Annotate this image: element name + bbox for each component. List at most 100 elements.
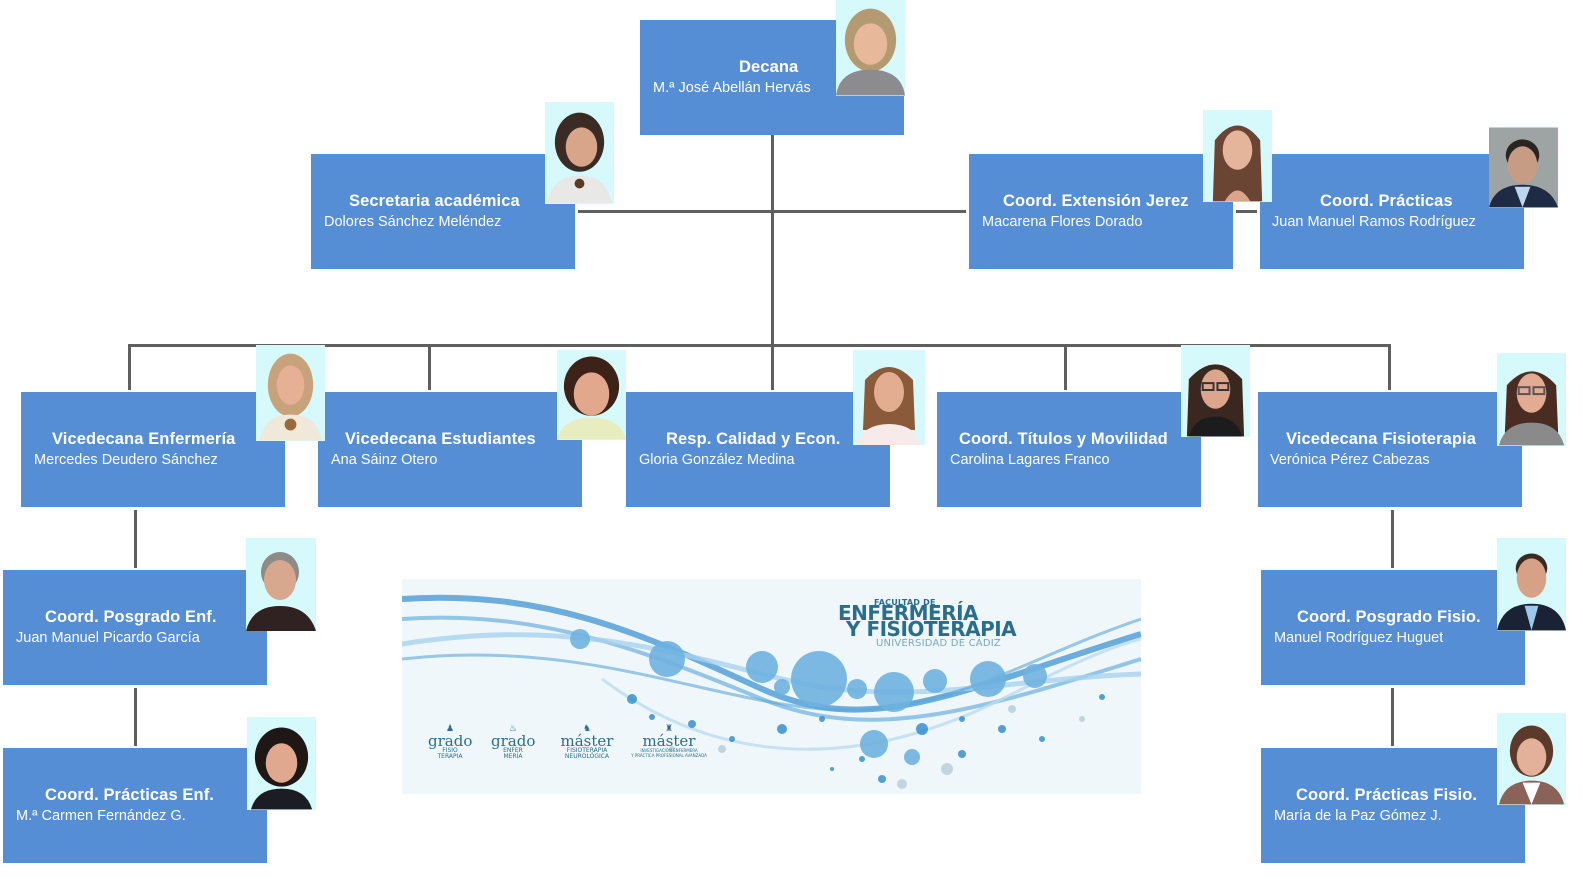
- connector-fisio-practicas: [1391, 688, 1394, 746]
- role-label: Vicedecana Enfermería: [52, 430, 236, 448]
- portrait-woman-glasses-icon: [1497, 353, 1566, 446]
- person-name: Verónica Pérez Cabezas: [1270, 452, 1430, 468]
- person-name: María de la Paz Gómez J.: [1274, 808, 1442, 824]
- program-line2: Y PRÁCTICA PROFESIONAL AVANZADA: [631, 753, 707, 758]
- portrait-woman-blonde-icon: [256, 345, 325, 441]
- faculty-logo-banner: FACULTAD DE ENFERMERÍA Y FISIOTERAPIA UN…: [402, 579, 1141, 794]
- portrait-woman-blonde-icon: [836, 0, 905, 96]
- photo-practicas-enf: [247, 717, 316, 810]
- photo-vice-enfermeria: [256, 345, 325, 441]
- portrait-woman-long-hair-icon: [1203, 110, 1272, 202]
- connector-vice-bar: [128, 344, 1391, 347]
- role-label: Vicedecana Estudiantes: [345, 430, 536, 448]
- node-resp-calidad: Resp. Calidad y Econ. Gloria González Me…: [626, 392, 890, 507]
- role-label: Decana: [739, 58, 799, 76]
- connector-staff-bar: [578, 210, 966, 213]
- role-label: Coord. Extensión Jerez: [1003, 192, 1189, 210]
- walking-person-icon: ♞: [582, 724, 592, 734]
- portrait-woman-dark-hair-icon: [247, 717, 316, 810]
- program-type: grado: [428, 732, 473, 750]
- water-ribbons-bubbles-graphic: [402, 594, 1141, 789]
- program-grado-enfermeria: ♨ grado ENFER MERÍA: [491, 724, 535, 760]
- nursing-bed-icon: ♨: [508, 724, 518, 734]
- photo-practicas-fisio: [1497, 713, 1566, 805]
- portrait-woman-glasses-icon: [1181, 345, 1250, 437]
- program-line2: NEUROLÓGICA: [564, 753, 610, 760]
- node-practicas-enf: Coord. Prácticas Enf. M.ª Carmen Fernánd…: [3, 748, 267, 863]
- program-line1: FISIOTERAPIA: [566, 747, 608, 754]
- node-posgrado-fisio: Coord. Posgrado Fisio. Manuel Rodríguez …: [1261, 570, 1525, 685]
- program-master-investigacion-enfermera: ♜ máster INVESTIGACIÓN ENFERMERA Y PRÁCT…: [628, 724, 710, 758]
- person-name: Manuel Rodríguez Huguet: [1274, 630, 1444, 646]
- person-name: Juan Manuel Picardo García: [16, 630, 200, 646]
- person-name: Macarena Flores Dorado: [982, 214, 1143, 230]
- logo-faculty-line1: ENFERMERÍA: [838, 601, 979, 625]
- node-vice-estudiantes: Vicedecana Estudiantes Ana Sáinz Otero: [318, 392, 582, 507]
- connector-drop-titulos: [1064, 344, 1067, 390]
- connector-drop-calidad: [771, 344, 774, 390]
- node-coord-titulos: Coord. Títulos y Movilidad Carolina Laga…: [937, 392, 1201, 507]
- role-label: Coord. Prácticas Enf.: [45, 786, 214, 804]
- portrait-woman-dark-hair-icon: [545, 102, 614, 204]
- person-name: Juan Manuel Ramos Rodríguez: [1272, 214, 1476, 230]
- logo-faculty-prefix: FACULTAD DE: [874, 598, 936, 607]
- logo-university: UNIVERSIDAD DE CÁDIZ: [876, 638, 1001, 649]
- program-line1: ENFER: [503, 747, 523, 754]
- logo-faculty-line2: Y FISIOTERAPIA: [846, 617, 1017, 641]
- photo-posgrado-enf: [246, 538, 316, 631]
- connector-enf-practicas: [134, 688, 137, 746]
- program-master-fisioterapia-neurologica: ♞ máster FISIOTERAPIA NEUROLÓGICA: [552, 724, 622, 760]
- photo-resp-calidad: [853, 350, 925, 445]
- connector-decana-trunk: [771, 135, 774, 346]
- node-posgrado-enf: Coord. Posgrado Enf. Juan Manuel Picardo…: [3, 570, 267, 685]
- photo-decana: [836, 0, 905, 96]
- role-label: Secretaria académica: [349, 192, 520, 210]
- person-name: Ana Sáinz Otero: [331, 452, 438, 468]
- program-type: máster: [560, 732, 614, 750]
- program-type: máster: [642, 732, 696, 750]
- portrait-woman-brown-hair-icon: [853, 350, 925, 445]
- role-label: Coord. Posgrado Enf.: [45, 608, 217, 626]
- physio-icon: ♟: [445, 724, 455, 734]
- program-line2: TERAPIA: [437, 753, 463, 760]
- photo-coord-jerez: [1203, 110, 1272, 202]
- role-label: Coord. Prácticas Fisio.: [1296, 786, 1478, 804]
- node-coord-practicas: Coord. Prácticas Juan Manuel Ramos Rodrí…: [1260, 154, 1524, 269]
- node-coord-jerez: Coord. Extensión Jerez Macarena Flores D…: [969, 154, 1233, 269]
- person-name: Dolores Sánchez Meléndez: [324, 214, 502, 230]
- connector-jerez-practicas: [1236, 210, 1257, 213]
- connector-fisio-posgrado: [1391, 510, 1394, 568]
- person-name: Gloria González Medina: [639, 452, 795, 468]
- program-type: grado: [491, 732, 536, 750]
- portrait-woman-dark-hair-icon: [557, 350, 626, 440]
- role-label: Coord. Títulos y Movilidad: [959, 430, 1168, 448]
- node-vice-fisioterapia: Vicedecana Fisioterapia Verónica Pérez C…: [1258, 392, 1522, 507]
- connector-enf-posgrado: [134, 510, 137, 568]
- portrait-man-grey-hair-icon: [246, 538, 316, 631]
- photo-coord-titulos: [1181, 345, 1250, 437]
- program-line1: FISIO: [442, 747, 458, 754]
- role-label: Vicedecana Fisioterapia: [1286, 430, 1477, 448]
- photo-vice-estudiantes: [557, 350, 626, 440]
- connector-drop-estudiantes: [428, 344, 431, 390]
- person-name: Mercedes Deudero Sánchez: [34, 452, 218, 468]
- photo-vice-fisioterapia: [1497, 353, 1566, 446]
- role-label: Coord. Prácticas: [1320, 192, 1453, 210]
- portrait-man-suit-icon: [1497, 538, 1566, 631]
- program-line2: MERÍA: [503, 753, 523, 760]
- person-name: M.ª José Abellán Hervás: [653, 80, 811, 96]
- program-grado-fisioterapia: ♟ grado FISIO TERAPIA: [428, 724, 472, 760]
- connector-drop-fisioterapia: [1388, 344, 1391, 390]
- program-line1: INVESTIGACIÓN ENFERMERA: [640, 748, 698, 753]
- person-name: Carolina Lagares Franco: [950, 452, 1110, 468]
- node-secretaria: Secretaria académica Dolores Sánchez Mel…: [311, 154, 575, 269]
- portrait-woman-brown-hair-icon: [1497, 713, 1566, 805]
- node-practicas-fisio: Coord. Prácticas Fisio. María de la Paz …: [1261, 748, 1525, 863]
- photo-secretaria: [545, 102, 614, 204]
- role-label: Resp. Calidad y Econ.: [666, 430, 841, 448]
- photo-posgrado-fisio: [1497, 538, 1566, 631]
- connector-drop-enfermeria: [128, 344, 131, 390]
- node-vice-enfermeria: Vicedecana Enfermería Mercedes Deudero S…: [21, 392, 285, 507]
- role-label: Coord. Posgrado Fisio.: [1297, 608, 1481, 626]
- nurse-patient-icon: ♜: [664, 724, 674, 734]
